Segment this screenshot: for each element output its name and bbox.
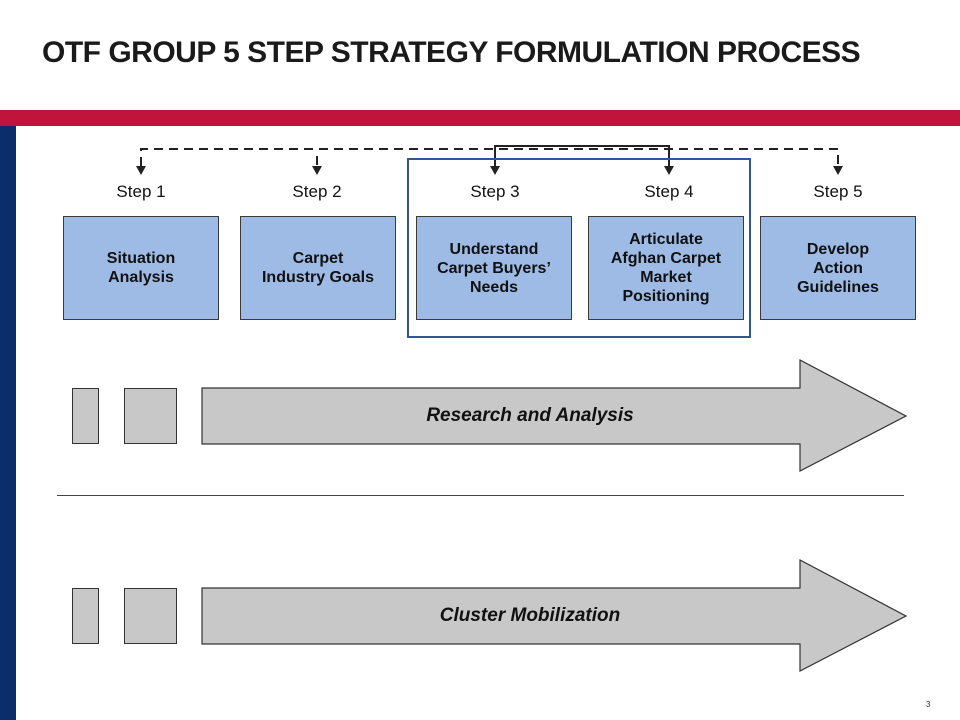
- step-connector-arrows: [136, 145, 843, 175]
- arrow-step-5: [833, 166, 843, 175]
- page-number: 3: [926, 700, 931, 709]
- step-5-box: Develop Action Guidelines: [760, 216, 916, 320]
- left-accent-bar: [0, 126, 16, 720]
- step-1-text: Situation Analysis: [106, 250, 176, 286]
- header-divider-band: [0, 110, 960, 126]
- phase-1-arrow: [201, 359, 908, 472]
- arrow-step-1: [136, 166, 146, 175]
- arrow-step-4: [664, 166, 674, 175]
- step-2-text: Carpet Industry Goals: [261, 250, 375, 286]
- step-4-text: Articulate Afghan Carpet Market Position…: [610, 231, 722, 305]
- step-5-text: Develop Action Guidelines: [797, 240, 879, 296]
- step-3-text: Understand Carpet Buyers’ Needs: [437, 240, 551, 296]
- step-1-box: Situation Analysis: [63, 216, 219, 320]
- slide-title: OTF GROUP 5 STEP STRATEGY FORMULATION PR…: [42, 36, 861, 69]
- arrow-step-2: [312, 166, 322, 175]
- phase-1-label: Research and Analysis: [426, 405, 634, 426]
- steps-3-4-highlight-frame: [407, 158, 751, 338]
- step-1-label: Step 1: [116, 182, 166, 201]
- step-4-box: Articulate Afghan Carpet Market Position…: [588, 216, 744, 320]
- arrow-step-3: [490, 166, 500, 175]
- phase-divider-line: [57, 495, 904, 496]
- step-3-box: Understand Carpet Buyers’ Needs: [416, 216, 572, 320]
- step-2-label: Step 2: [292, 182, 342, 201]
- phase-1-small-block-a: [72, 388, 99, 444]
- phase-2-small-block-b: [124, 588, 177, 644]
- step-2-box: Carpet Industry Goals: [240, 216, 396, 320]
- phase-2-arrow: [201, 559, 908, 672]
- step-3-label: Step 3: [470, 182, 520, 201]
- phase-1-small-block-b: [124, 388, 177, 444]
- step-5-label: Step 5: [813, 182, 863, 201]
- phase-2-label: Cluster Mobilization: [439, 605, 621, 626]
- phase-2-small-block-a: [72, 588, 99, 644]
- step-4-label: Step 4: [644, 182, 694, 201]
